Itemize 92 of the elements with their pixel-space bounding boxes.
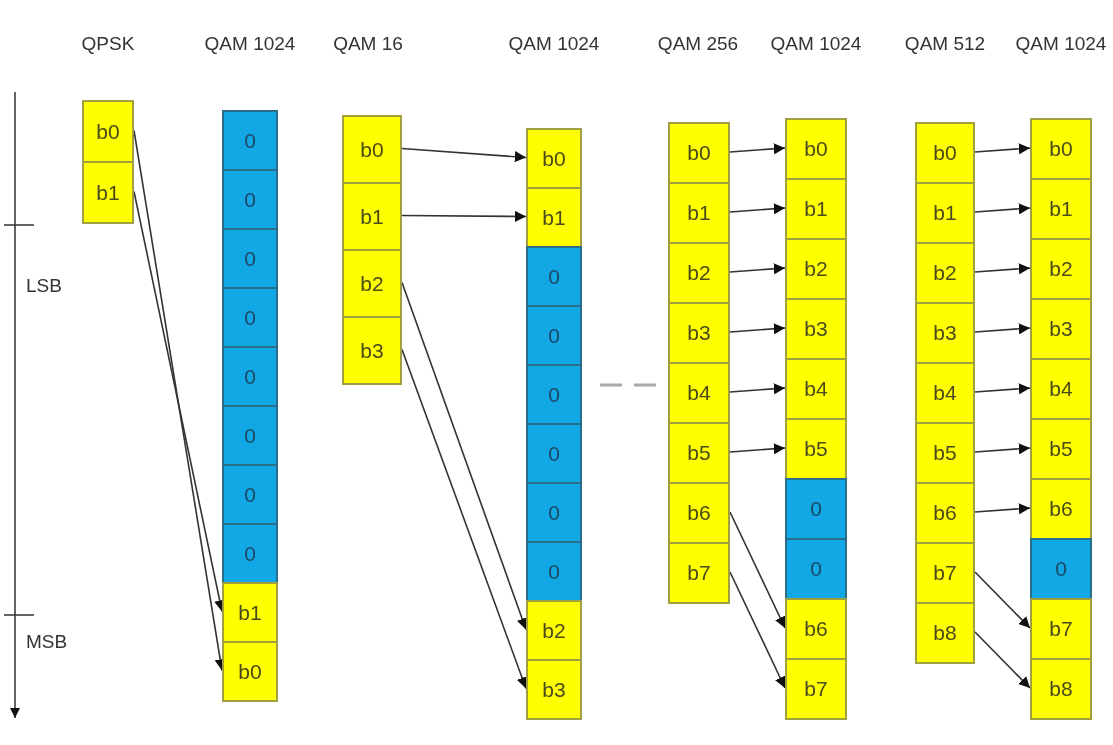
column-heading: QAM 1024 — [770, 32, 862, 56]
axis-label: MSB — [26, 630, 68, 654]
padding-bit-cell: 0 — [1030, 538, 1092, 600]
bit-cell: b6 — [1030, 478, 1092, 540]
bit-cell: b1 — [915, 182, 975, 244]
arrow — [974, 323, 1031, 335]
arrow — [729, 511, 786, 629]
bit-cell: b1 — [668, 182, 730, 244]
bit-cell: b5 — [1030, 418, 1092, 480]
bit-cell: b2 — [1030, 238, 1092, 300]
arrow — [974, 571, 1031, 629]
padding-bit-cell: 0 — [222, 287, 278, 348]
bit-cell: b1 — [82, 161, 134, 224]
column-heading: QPSK — [81, 32, 135, 56]
padding-bit-cell: 0 — [222, 228, 278, 289]
column-heading: QAM 512 — [904, 32, 986, 56]
arrow — [974, 503, 1031, 515]
arrow — [729, 143, 786, 155]
bit-cell: b1 — [526, 187, 582, 248]
bit-cell: b3 — [668, 302, 730, 364]
padding-bit-cell: 0 — [222, 110, 278, 171]
bit-cell: b6 — [915, 482, 975, 544]
bit-cell: b6 — [785, 598, 847, 660]
padding-bit-cell: 0 — [526, 423, 582, 484]
bit-cell: b1 — [222, 582, 278, 643]
bit-cell: b4 — [785, 358, 847, 420]
arrow — [401, 210, 527, 222]
padding-bit-cell: 0 — [785, 478, 847, 540]
bit-cell: b3 — [342, 316, 402, 385]
arrow — [974, 383, 1031, 395]
bit-cell: b7 — [1030, 598, 1092, 660]
bit-cell: b3 — [785, 298, 847, 360]
column-heading: QAM 1024 — [1015, 32, 1107, 56]
bit-cell: b1 — [1030, 178, 1092, 240]
bit-cell: b0 — [785, 118, 847, 180]
arrow — [974, 631, 1031, 689]
padding-bit-cell: 0 — [222, 523, 278, 584]
bit-cell: b5 — [915, 422, 975, 484]
bit-cell: b8 — [915, 602, 975, 664]
bit-cell: b0 — [222, 641, 278, 702]
bit-cell: b2 — [526, 600, 582, 661]
bit-cell: b0 — [342, 115, 402, 184]
bit-cell: b2 — [668, 242, 730, 304]
bit-cell: b2 — [342, 249, 402, 318]
arrow — [729, 443, 786, 455]
arrow — [974, 203, 1031, 215]
padding-bit-cell: 0 — [526, 482, 582, 543]
bit-cell: b5 — [785, 418, 847, 480]
arrow — [974, 143, 1031, 155]
arrow — [729, 571, 786, 689]
bit-cell: b2 — [915, 242, 975, 304]
padding-bit-cell: 0 — [526, 541, 582, 602]
arrow — [729, 203, 786, 215]
bit-cell: b7 — [915, 542, 975, 604]
arrow — [729, 263, 786, 275]
bit-cell: b0 — [82, 100, 134, 163]
bit-cell: b2 — [785, 238, 847, 300]
padding-bit-cell: 0 — [785, 538, 847, 600]
padding-bit-cell: 0 — [526, 305, 582, 366]
column-heading: QAM 256 — [657, 32, 739, 56]
bit-cell: b4 — [915, 362, 975, 424]
arrow — [729, 323, 786, 335]
bit-cell: b0 — [915, 122, 975, 184]
axis-label: LSB — [26, 274, 62, 298]
column-heading: QAM 1024 — [204, 32, 296, 56]
bit-cell: b3 — [526, 659, 582, 720]
padding-bit-cell: 0 — [222, 346, 278, 407]
bit-cell: b0 — [1030, 118, 1092, 180]
bit-cell: b6 — [668, 482, 730, 544]
bit-cell: b7 — [668, 542, 730, 604]
padding-bit-cell: 0 — [526, 364, 582, 425]
bit-cell: b1 — [342, 182, 402, 251]
bit-cell: b3 — [915, 302, 975, 364]
bit-cell: b5 — [668, 422, 730, 484]
arrow — [974, 443, 1031, 455]
padding-bit-cell: 0 — [222, 169, 278, 230]
arrow — [401, 147, 527, 163]
bit-cell: b0 — [668, 122, 730, 184]
padding-bit-cell: 0 — [526, 246, 582, 307]
arrow — [729, 383, 786, 395]
bit-cell: b4 — [1030, 358, 1092, 420]
bit-cell: b7 — [785, 658, 847, 720]
bit-cell: b1 — [785, 178, 847, 240]
arrow — [974, 263, 1031, 275]
column-heading: QAM 1024 — [508, 32, 600, 56]
bit-cell: b3 — [1030, 298, 1092, 360]
padding-bit-cell: 0 — [222, 464, 278, 525]
bit-cell: b0 — [526, 128, 582, 189]
column-heading: QAM 16 — [333, 32, 403, 56]
bit-cell: b4 — [668, 362, 730, 424]
padding-bit-cell: 0 — [222, 405, 278, 466]
bit-cell: b8 — [1030, 658, 1092, 720]
